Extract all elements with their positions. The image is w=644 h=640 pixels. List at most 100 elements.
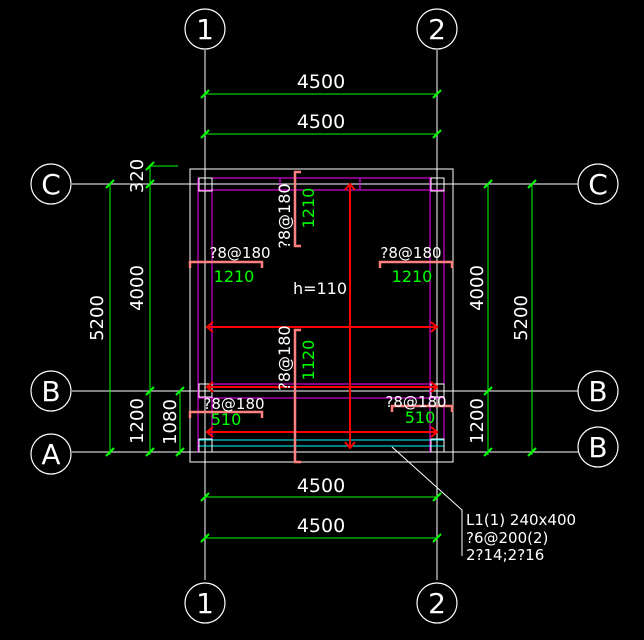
- dim-text-top-overall: 4500: [297, 71, 345, 93]
- beam-note-line2: ?6@200(2): [466, 529, 548, 547]
- rebar-spec-bottom-right: ?8@180: [385, 393, 446, 411]
- dim-text-bottom-overall: 4500: [297, 515, 345, 537]
- dim-text-left-1200: 1200: [127, 398, 148, 444]
- axis-label-top-1: 1: [196, 13, 214, 46]
- column-2a: [430, 438, 445, 453]
- tick: [527, 447, 537, 457]
- axis-label-right-b-lower: B: [588, 431, 607, 464]
- column-2b: [430, 383, 445, 398]
- bracket-top: [293, 170, 301, 248]
- dim-text-left-1080: 1080: [160, 399, 181, 445]
- rebar-spec-bottom-left: ?8@180: [203, 395, 264, 413]
- axis-label-top-2: 2: [428, 13, 446, 46]
- tick: [432, 533, 442, 543]
- rebar-len-bottom-left: 510: [211, 410, 242, 429]
- axis-bubbles: [30, 8, 619, 624]
- arrow: [430, 426, 439, 438]
- negative-rebar-brackets: [188, 170, 454, 464]
- axis-bubble-left-a: [30, 433, 72, 475]
- tick: [432, 89, 442, 99]
- bracket-right: [378, 260, 454, 268]
- axis-bubble-bottom-1: [184, 582, 226, 624]
- axis-label-left-c: C: [41, 168, 61, 201]
- dimension-lines: [109, 93, 533, 539]
- rebar-len-top: 1210: [299, 188, 318, 229]
- column-1a: [198, 438, 213, 453]
- axis-bubble-top-2: [416, 8, 458, 50]
- tick: [200, 129, 210, 139]
- rebar-len-right: 1210: [392, 267, 433, 286]
- bracket-bottom-left: [188, 410, 264, 418]
- tick: [145, 447, 155, 457]
- arrow: [344, 441, 356, 450]
- tick: [432, 129, 442, 139]
- dim-text-320: 320: [127, 159, 148, 193]
- dimension-texts: 4500 4500 4500 4500 320 4000 1200 1080 5…: [87, 71, 532, 537]
- rebar-spec-top: ?8@180: [275, 183, 294, 248]
- axis-label-bottom-1: 1: [196, 587, 214, 620]
- tick: [200, 89, 210, 99]
- arrow: [430, 381, 439, 393]
- leader-line: [391, 446, 463, 556]
- tick: [105, 447, 115, 457]
- axis-bubble-left-b: [30, 370, 72, 412]
- dim-text-left-5200: 5200: [87, 295, 108, 341]
- arrow: [205, 321, 214, 333]
- axis-bubble-bottom-2: [416, 582, 458, 624]
- tick: [145, 386, 155, 396]
- arrow: [430, 321, 439, 333]
- beam-note-line1: L1(1) 240x400: [466, 511, 576, 529]
- beam-l1-lines: [198, 439, 444, 447]
- tick: [483, 386, 493, 396]
- arrow: [344, 182, 356, 191]
- tick: [527, 179, 537, 189]
- bracket-left: [188, 260, 264, 268]
- axis-bubble-right-c: [577, 163, 619, 205]
- axis-bubble-right-b-lower: [577, 426, 619, 468]
- rebar-len-mid: 1120: [299, 340, 318, 381]
- tick: [200, 533, 210, 543]
- axis-label-left-a: A: [41, 438, 60, 471]
- tick: [105, 179, 115, 189]
- beam-note-leader: [391, 446, 463, 556]
- arrow: [205, 426, 214, 438]
- slab-thickness: h=110: [293, 279, 347, 298]
- beam-lines: [197, 177, 445, 452]
- axis-bubble-top-1: [184, 8, 226, 50]
- dim-text-bottom-inner: 4500: [297, 475, 345, 497]
- dim-text-right-5200: 5200: [511, 295, 532, 341]
- grid-lines: [72, 50, 578, 580]
- axis-label-right-b-upper: B: [588, 375, 607, 408]
- axis-bubble-right-b-upper: [577, 370, 619, 412]
- dimension-ticks: [105, 89, 537, 543]
- tick: [175, 447, 185, 457]
- dim-text-left-4000: 4000: [127, 265, 148, 311]
- rebar-len-bottom-right: 510: [405, 408, 436, 427]
- rebar-spec-left: ?8@180: [209, 244, 270, 262]
- tick: [175, 386, 185, 396]
- bracket-bottom-right: [390, 404, 454, 412]
- dim-text-right-4000: 4000: [467, 265, 488, 311]
- rebar-len-left: 1210: [214, 267, 255, 286]
- axis-label-bottom-2: 2: [428, 587, 446, 620]
- beam-note: L1(1) 240x400 ?6@200(2) 2?14;2?16: [466, 511, 576, 564]
- axis-label-left-b: B: [41, 375, 60, 408]
- rebar-spec-right: ?8@180: [380, 244, 441, 262]
- dim-text-right-1200: 1200: [467, 398, 488, 444]
- beam-note-line3: 2?14;2?16: [466, 546, 544, 564]
- tick: [483, 447, 493, 457]
- tick: [200, 492, 210, 502]
- tick: [145, 179, 155, 189]
- dim-text-top-inner: 4500: [297, 111, 345, 133]
- axis-label-right-c: C: [588, 168, 608, 201]
- rebar-spec-mid: ?8@180: [275, 325, 294, 390]
- slab-outline: [189, 168, 454, 463]
- arrow: [205, 381, 214, 393]
- axis-labels: 1 2 1 2 C B A C B B: [41, 13, 608, 620]
- bracket-mid: [293, 328, 301, 464]
- rebar-labels: ?8@180 1210 ?8@180 1210 ?8@180 1210 h=11…: [203, 183, 446, 429]
- tick: [145, 161, 155, 171]
- column-2c: [430, 177, 445, 192]
- column-1c: [198, 177, 213, 192]
